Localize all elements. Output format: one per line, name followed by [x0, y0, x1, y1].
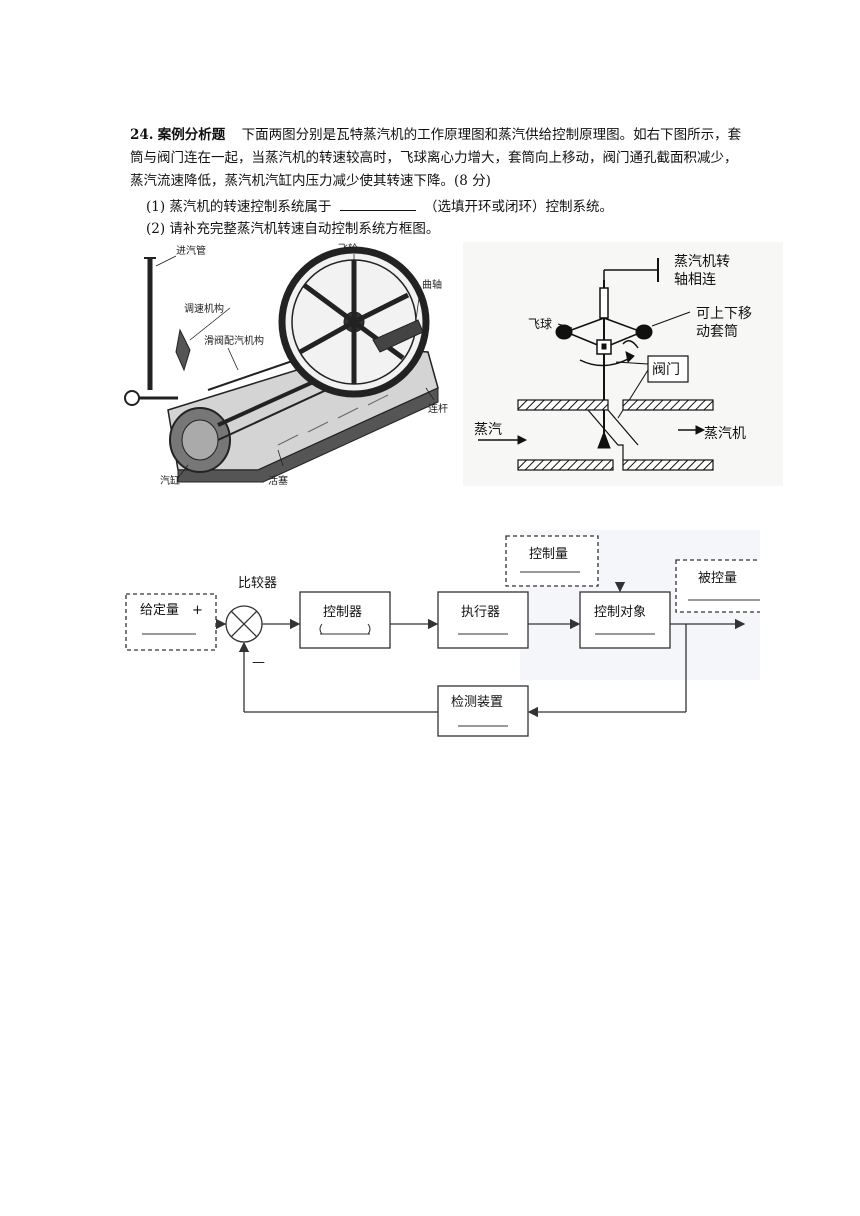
comparator-label: 比较器 [238, 576, 277, 591]
label-intake: 进汽管 [176, 244, 206, 257]
question-title: 案例分析题 [157, 127, 226, 143]
question-24: 24. 案例分析题 下面两图分别是瓦特蒸汽机的工作原理图和蒸汽供给控制原理图。如… [130, 124, 750, 193]
control-quantity-label: 控制量 [529, 547, 568, 562]
steam-engine-figure [124, 246, 439, 483]
answer-blank-1[interactable] [339, 197, 416, 211]
sub-question-1: (1) 蒸汽机的转速控制系统属于 （选填开环或闭环）控制系统。 [146, 196, 613, 218]
setpoint-box [125, 593, 217, 651]
controlled-quantity-label: 被控量 [698, 571, 737, 586]
label-shaft-line2: 轴相连 [674, 272, 716, 288]
controlled-quantity-box [675, 559, 760, 613]
hand-wheel-shape [124, 390, 140, 406]
label-valve: 阀门 [652, 362, 680, 378]
steam-pipe-shape [517, 399, 714, 471]
steam-engine-labels: 进汽管 飞轮 调速机构 曲轴 滑阀配汽机构 连杆 汽缸 活塞 [160, 242, 448, 487]
question-stem: 下面两图分别是瓦特蒸汽机的工作原理图和蒸汽供给控制原理图。如右下图所示，套筒与阀… [130, 127, 742, 189]
figures: 进汽管 飞轮 调速机构 曲轴 滑阀配汽机构 连杆 汽缸 活塞 [124, 242, 783, 487]
valve-label-box [647, 355, 689, 383]
comparator-minus: — [252, 655, 265, 670]
controller-box [299, 591, 391, 649]
label-piston: 活塞 [268, 474, 288, 487]
block-diagram: 比较器 给定量 + — 控制器 执行器 控制对象 控制量 被控量 检测装置 [125, 530, 760, 737]
fly-ball-right-shape [635, 324, 653, 340]
detector-label: 检测装置 [451, 695, 503, 710]
sub-question-2: (2) 请补充完整蒸汽机转速自动控制系统方框图。 [146, 218, 439, 240]
fly-ball-left-shape [555, 324, 573, 340]
label-rod: 连杆 [428, 402, 448, 415]
detector-box [437, 685, 529, 737]
label-engine: 蒸汽机 [704, 426, 746, 442]
governor-figure [463, 242, 783, 486]
sub1-prefix: (1) 蒸汽机的转速控制系统属于 [146, 199, 332, 215]
label-cylinder: 汽缸 [160, 474, 180, 487]
label-slide-valve: 滑阀配汽机构 [204, 334, 264, 347]
label-sleeve-line2: 动套筒 [696, 323, 738, 340]
label-steam: 蒸汽 [474, 422, 502, 438]
label-shaft-line1: 蒸汽机转 [674, 254, 730, 270]
controller-label: 控制器 [323, 605, 362, 620]
control-object-box [579, 591, 671, 649]
label-governor: 调速机构 [184, 302, 224, 315]
control-object-label: 控制对象 [594, 605, 646, 620]
control-quantity-box [505, 535, 599, 587]
question-number: 24. [130, 127, 154, 143]
label-sleeve-line1: 可上下移 [696, 306, 752, 322]
governor-shape [175, 328, 191, 372]
governor-labels: 蒸汽机转 轴相连 飞球 可上下移 动套筒 阀门 蒸汽 蒸汽机 [474, 254, 752, 442]
sub2-text: (2) 请补充完整蒸汽机转速自动控制系统方框图。 [146, 221, 440, 237]
actuator-label: 执行器 [461, 605, 500, 620]
setpoint-label: 给定量 [140, 603, 179, 618]
crank-shape [372, 319, 424, 353]
label-fly-ball: 飞球 [528, 317, 552, 331]
valve-shape [597, 430, 611, 449]
actuator-box [437, 591, 529, 649]
label-crank: 曲轴 [422, 278, 442, 291]
setpoint-plus: + [192, 603, 203, 618]
label-flywheel: 飞轮 [338, 242, 358, 255]
sub1-suffix: （选填开环或闭环）控制系统。 [424, 199, 614, 215]
